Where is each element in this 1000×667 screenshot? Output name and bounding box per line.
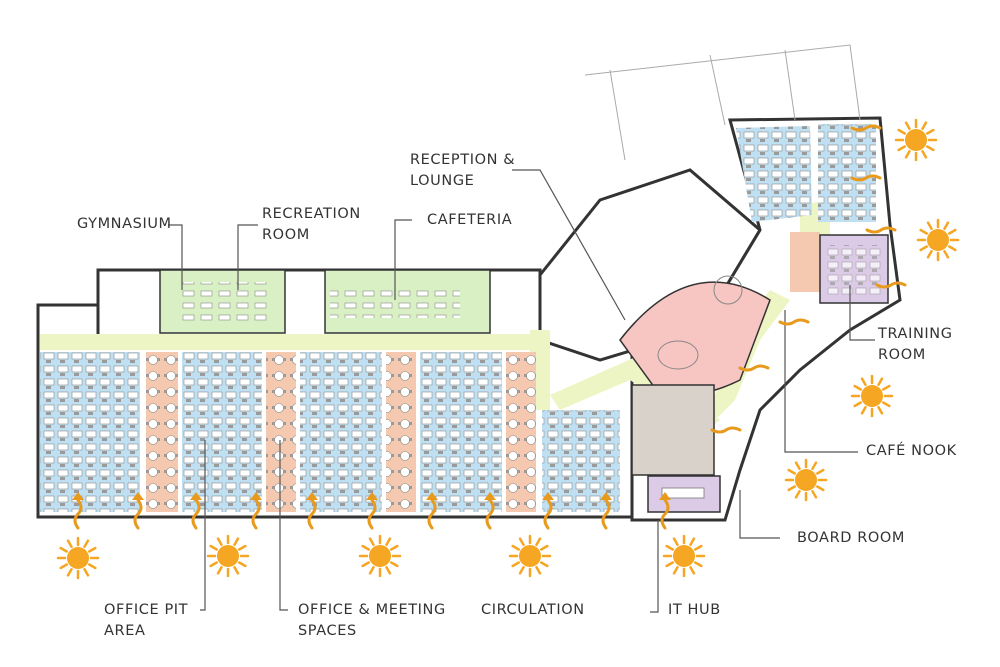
amenity-zone [159,269,491,334]
sun-icon [916,218,960,262]
sunlight-arrow-icon [307,498,317,530]
sun-icon [358,534,402,578]
sunlight-arrow-icon [865,226,897,234]
label-it-hub: IT HUB [668,602,721,618]
sun-icon [206,534,250,578]
label-cafe-nook: CAFÉ NOOK [866,443,957,459]
leader-lines [168,169,875,613]
sunlight-arrow-icon [543,498,553,530]
label-board-room: BOARD ROOM [797,530,906,546]
sunlight-arrow-icon [875,281,907,289]
label-office-meeting-spaces: OFFICE & MEETING SPACES [298,602,446,639]
label-reception-lounge: RECEPTION & LOUNGE [410,152,516,189]
sun-icon [850,374,894,418]
label-circulation: CIRCULATION [481,602,585,618]
sunlight-arrow-icon [427,498,437,530]
sun-icon [508,534,552,578]
label-recreation-room: RECREATION ROOM [262,206,361,243]
sun-icon [784,458,828,502]
sunlight-arrow-icon [485,498,495,530]
sunlight-arrow-icon [738,364,770,372]
office-pit-zone [40,124,876,512]
sun-icon [894,118,938,162]
sunlight-arrow-icon [73,498,83,530]
label-gymnasium: GYMNASIUM [77,216,172,232]
sunlight-arrow-icon [850,174,882,182]
sunlight-arrow-icon [778,318,810,326]
label-office-pit-area: OFFICE PIT AREA [104,602,189,639]
label-cafeteria: CAFETERIA [427,212,513,228]
sunlight-arrow-icon [251,498,261,530]
sunlight-arrow-icon [850,124,882,132]
office-meeting-zone [146,232,820,512]
sunlight-arrow-icon [191,498,201,530]
sunlight-arrows [73,124,907,530]
sunlight-arrow-icon [133,498,143,530]
sun-icon [56,536,100,580]
it-hub-zone [631,384,715,476]
sunlight-arrow-icon [710,426,742,434]
sunlight-arrow-icon [660,498,670,530]
sunlight-arrow-icon [601,498,611,530]
sun-icon [662,534,706,578]
sun-icons [56,118,960,580]
label-training-room: TRAINING ROOM [878,326,953,363]
sunlight-arrow-icon [367,498,377,530]
